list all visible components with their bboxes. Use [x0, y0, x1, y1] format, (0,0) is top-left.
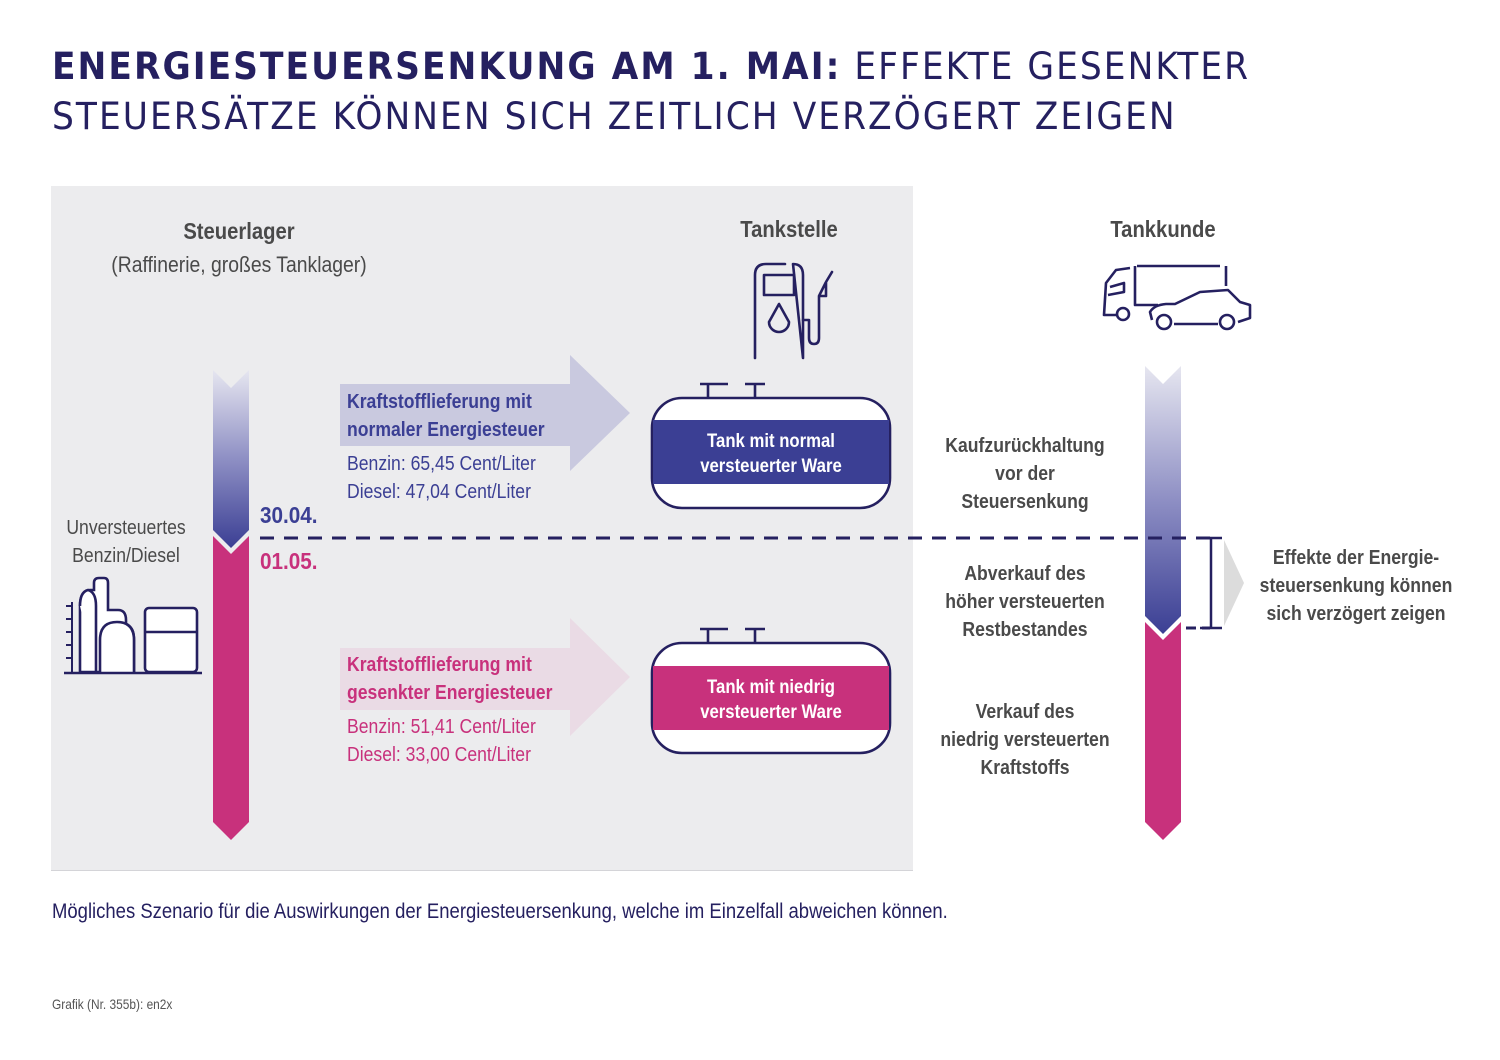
delivery-normal-title-1: Kraftstofflieferung mit	[347, 391, 532, 413]
phase-2-line3: Restbestandes	[962, 619, 1088, 641]
delivery-normal-benzin: Benzin: 65,45 Cent/Liter	[347, 453, 536, 475]
steuerlager-timeline-arrow	[213, 370, 249, 840]
title-bold-part: ENERGIESTEUERSENKUNG AM 1. MAI:	[52, 45, 842, 88]
delivery-normal-text: Kraftstofflieferung mit normaler Energie…	[347, 388, 572, 506]
untaxed-fuel-line2: Benzin/Diesel	[72, 545, 180, 567]
delivery-arrow-normal	[340, 355, 630, 471]
refinery-icon	[64, 576, 202, 675]
effect-note-line3: sich verzögert zeigen	[1266, 603, 1446, 625]
title-line2: STEUERSÄTZE KÖNNEN SICH ZEITLICH VERZÖGE…	[52, 95, 1177, 138]
delay-bracket	[1200, 536, 1222, 630]
delivery-reduced-text: Kraftstofflieferung mit gesenkter Energi…	[347, 651, 580, 769]
tank-reduced-label: Tank mit niedrig versteuerter Ware	[667, 675, 875, 725]
tankstelle-heading: Tankstelle	[740, 216, 838, 242]
steuerlager-heading: Steuerlager	[183, 218, 295, 244]
tank-normal-icon	[650, 382, 892, 510]
steuerlager-subheading: (Raffinerie, großes Tanklager)	[111, 252, 367, 277]
supply-chain-panel	[51, 186, 913, 871]
tank-reduced-line2: versteuerter Ware	[700, 702, 842, 723]
tankkunde-timeline-arrow	[1145, 366, 1181, 840]
tank-normal-line2: versteuerter Ware	[700, 456, 842, 477]
timeline-before-segment	[213, 370, 249, 548]
tank-reduced-fill	[653, 666, 889, 730]
delivery-normal-title-2: normaler Energiesteuer	[347, 419, 545, 441]
phase-1-line3: Steuersenkung	[961, 491, 1089, 513]
customer-before-segment	[1145, 366, 1181, 634]
customer-after-segment	[1145, 622, 1181, 840]
tankkunde-heading: Tankkunde	[1110, 216, 1216, 242]
untaxed-fuel-line1: Unversteuertes	[66, 517, 186, 539]
delivery-arrow-reduced	[340, 618, 630, 736]
customer-phase-2: Abverkauf des höher versteuerten Restbes…	[919, 560, 1130, 644]
tank-reduced-icon	[650, 627, 892, 755]
tank-normal-line1: Tank mit normal	[707, 431, 835, 452]
date-before: 30.04.	[260, 502, 318, 528]
phase-1-line2: vor der	[995, 463, 1055, 485]
graphic-credit: Grafik (Nr. 355b): en2x	[52, 996, 173, 1012]
customer-phase-3: Verkauf des niedrig versteuerten Kraftst…	[919, 698, 1130, 782]
phase-1-line1: Kaufzurückhaltung	[945, 435, 1105, 457]
delivery-reduced-title-2: gesenkter Energiesteuer	[347, 682, 553, 704]
customer-phase-1: Kaufzurückhaltung vor der Steuersenkung	[919, 432, 1130, 516]
tank-normal-fill	[653, 420, 889, 484]
page-title: ENERGIESTEUERSENKUNG AM 1. MAI: EFFEKTE …	[52, 42, 1354, 142]
untaxed-fuel-label: Unversteuertes Benzin/Diesel	[56, 514, 197, 570]
delivery-reduced-diesel: Diesel: 33,00 Cent/Liter	[347, 744, 531, 766]
delay-effect-note: Effekte der Energie- steuersenkung könne…	[1250, 544, 1461, 628]
title-light-part: EFFEKTE GESENKTER	[854, 45, 1251, 88]
effect-note-line2: steuersenkung können	[1259, 575, 1453, 597]
tank-normal-label: Tank mit normal versteuerter Ware	[667, 429, 875, 479]
truck-car-icon	[1102, 264, 1252, 331]
delay-pointer-arrow	[1224, 540, 1244, 626]
date-after: 01.05.	[260, 548, 318, 574]
phase-3-line2: niedrig versteuerten	[940, 729, 1110, 751]
delivery-normal-diesel: Diesel: 47,04 Cent/Liter	[347, 481, 531, 503]
fuel-pump-icon	[753, 262, 834, 360]
scenario-caption: Mögliches Szenario für die Auswirkungen …	[52, 900, 948, 923]
phase-2-line2: höher versteuerten	[945, 591, 1105, 613]
delivery-reduced-title-1: Kraftstofflieferung mit	[347, 654, 532, 676]
effect-note-line1: Effekte der Energie-	[1272, 547, 1440, 569]
delivery-reduced-benzin: Benzin: 51,41 Cent/Liter	[347, 716, 536, 738]
phase-3-line3: Kraftstoffs	[980, 757, 1070, 779]
phase-2-line1: Abverkauf des	[964, 563, 1086, 585]
tank-reduced-line1: Tank mit niedrig	[707, 677, 835, 698]
phase-3-line1: Verkauf des	[975, 701, 1075, 723]
timeline-after-segment	[213, 536, 249, 840]
